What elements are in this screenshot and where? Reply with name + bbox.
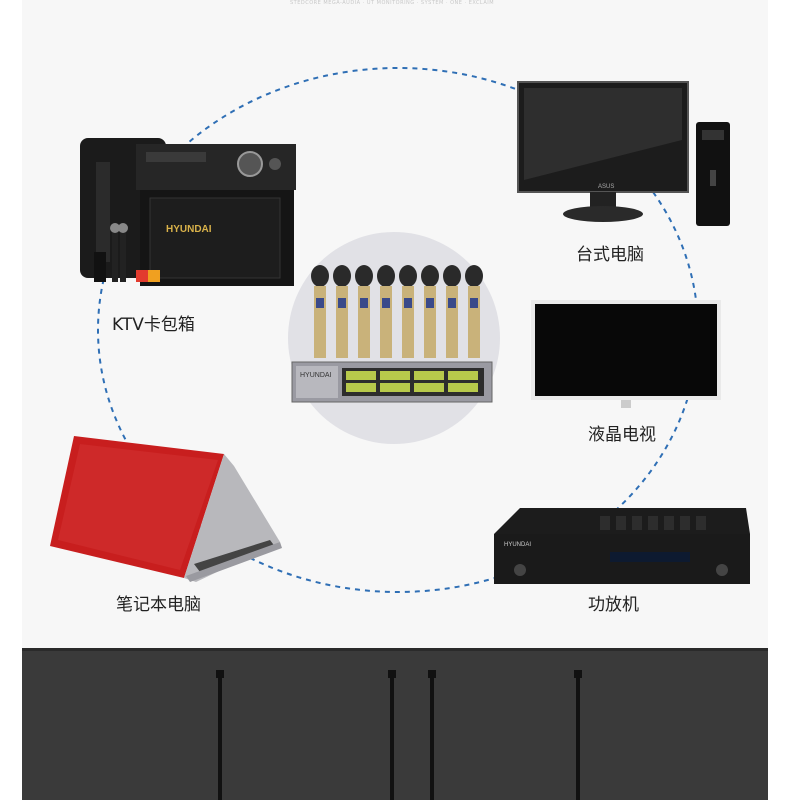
top-section: STEDCORE MEGA-AUDIA · UT MONITORING · SY… <box>44 0 756 615</box>
amplifier-label: 功放机 <box>588 595 639 615</box>
monitor-brand: ASUS <box>598 184 614 190</box>
desktop-computer-image: ASUS <box>516 80 736 230</box>
microphone <box>421 265 439 358</box>
microphone <box>465 265 483 358</box>
ktv-label: KTV卡包箱 <box>112 315 195 335</box>
microphone <box>355 265 373 358</box>
antennas-image <box>216 670 582 800</box>
microphone-set <box>311 265 483 358</box>
receiver-brand: HYUNDAI <box>300 372 332 379</box>
microphone <box>443 265 461 358</box>
lcd-tv-image <box>531 300 723 410</box>
microphone <box>333 265 351 358</box>
ktv-speaker-image: HYUNDAI <box>70 132 300 292</box>
laptop-image <box>44 436 284 586</box>
microphone <box>377 265 395 358</box>
band-edge <box>22 648 768 651</box>
faint-header-text: STEDCORE MEGA-AUDIA · UT MONITORING · SY… <box>290 0 495 6</box>
amplifier-image: HYUNDAI <box>490 506 756 588</box>
speaker-brand: HYUNDAI <box>166 224 212 235</box>
dark-band <box>22 648 768 800</box>
lcd-tv-label: 液晶电视 <box>588 425 656 445</box>
laptop-label: 笔记本电脑 <box>116 595 201 615</box>
microphone <box>399 265 417 358</box>
wireless-mic-system-image: HYUNDAI <box>288 232 500 444</box>
bottom-section <box>0 648 790 800</box>
amp-brand: HYUNDAI <box>504 542 531 548</box>
microphone <box>311 265 329 358</box>
desktop-label: 台式电脑 <box>576 245 644 265</box>
